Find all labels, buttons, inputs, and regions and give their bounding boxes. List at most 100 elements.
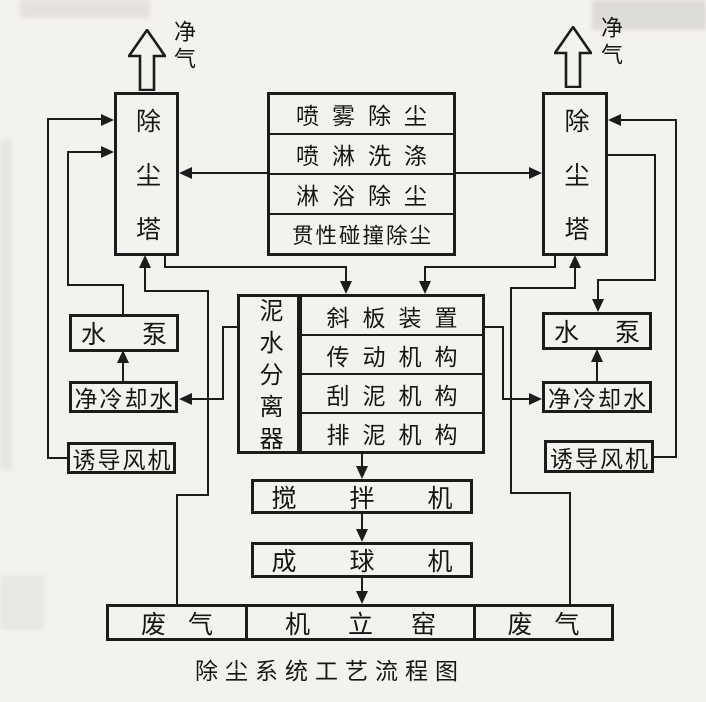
arrowhead bbox=[117, 350, 129, 363]
flow-line bbox=[207, 290, 209, 496]
arrowhead bbox=[356, 529, 368, 542]
node-label: 净冷却水 bbox=[74, 386, 175, 412]
node-label: 喷雾除尘 bbox=[296, 103, 440, 129]
node-label: 刮泥机构 bbox=[326, 382, 471, 409]
flow-line bbox=[176, 494, 178, 605]
arrowhead bbox=[179, 393, 192, 405]
node-mud-discharge-mechanism: 排泥机构 bbox=[302, 412, 482, 451]
flow-line bbox=[569, 492, 571, 605]
flow-line bbox=[574, 266, 576, 289]
scan-smudge bbox=[0, 140, 12, 470]
flow-line bbox=[482, 326, 504, 328]
node-shower-dedust: 淋浴除尘 bbox=[270, 173, 453, 213]
node-waste-gas-left: 废气 bbox=[106, 604, 248, 641]
flow-line bbox=[361, 453, 363, 468]
node-clean-cooling-water-left: 净冷却水 bbox=[69, 381, 178, 413]
node-water-pump-left: 水泵 bbox=[69, 314, 179, 352]
node-spray-methods: 喷雾除尘 喷淋洗涤 淋浴除尘 贯性碰撞除尘 bbox=[267, 92, 456, 256]
node-label: 斜板装置 bbox=[326, 304, 471, 331]
node-label: 贯性碰撞除尘 bbox=[291, 223, 433, 248]
arrowhead bbox=[608, 114, 621, 126]
flow-line bbox=[654, 154, 656, 281]
flow-line bbox=[144, 290, 209, 292]
flow-line bbox=[361, 577, 363, 593]
node-label: 成球机 bbox=[271, 548, 506, 576]
arrowhead bbox=[592, 299, 604, 312]
flow-line bbox=[67, 151, 103, 153]
arrowhead bbox=[419, 281, 431, 294]
node-mud-water-separator: 泥水分离器 bbox=[237, 294, 300, 458]
node-drive-mechanism: 传动机构 bbox=[302, 334, 482, 373]
node-clean-cooling-water-right: 净冷却水 bbox=[542, 381, 652, 413]
diagram-title: 除尘系统工艺流程图 bbox=[195, 658, 465, 684]
node-dust-tower-right: 除尘塔 bbox=[542, 92, 608, 270]
flow-line bbox=[164, 266, 347, 268]
clean-gas-arrow-icon bbox=[554, 26, 592, 88]
flow-line bbox=[47, 118, 49, 459]
scan-smudge bbox=[0, 575, 45, 630]
node-waste-gas-right: 废气 bbox=[473, 604, 614, 641]
flow-line bbox=[190, 172, 268, 174]
node-label: 传动机构 bbox=[326, 343, 471, 370]
flow-line bbox=[510, 492, 571, 494]
arrowhead bbox=[591, 349, 603, 362]
clean-gas-label-right: 净气 bbox=[598, 16, 623, 70]
flow-line bbox=[67, 151, 69, 286]
flow-line bbox=[455, 172, 531, 174]
flow-line bbox=[502, 398, 532, 400]
clean-gas-arrow-icon bbox=[128, 29, 166, 91]
node-label: 喷淋洗涤 bbox=[296, 143, 440, 169]
flow-line bbox=[510, 287, 512, 494]
flow-line bbox=[596, 355, 598, 382]
node-mechanisms: 斜板装置 传动机构 刮泥机构 排泥机构 bbox=[299, 294, 485, 454]
node-spray-mist: 喷雾除尘 bbox=[270, 95, 453, 133]
arrowhead bbox=[101, 146, 114, 158]
flow-line bbox=[222, 326, 224, 400]
node-label: 除尘塔 bbox=[561, 107, 589, 270]
node-label: 诱导风机 bbox=[550, 445, 650, 472]
flow-line bbox=[345, 266, 347, 283]
flow-line bbox=[510, 287, 576, 289]
flow-line bbox=[620, 119, 677, 121]
node-label: 诱导风机 bbox=[72, 447, 173, 473]
node-label: 水泵 bbox=[80, 321, 203, 349]
flow-line bbox=[47, 118, 103, 120]
flow-line bbox=[122, 356, 124, 382]
node-spray-wash: 喷淋洗涤 bbox=[270, 133, 453, 173]
node-induced-draft-fan-left: 诱导风机 bbox=[67, 442, 176, 474]
arrowhead bbox=[101, 114, 114, 126]
node-dust-tower-left: 除尘塔 bbox=[114, 92, 179, 270]
arrowhead bbox=[569, 255, 581, 268]
flow-line bbox=[67, 284, 124, 286]
node-label: 废气 bbox=[140, 610, 235, 639]
flow-line bbox=[675, 119, 677, 458]
node-water-pump-right: 水泵 bbox=[542, 312, 652, 350]
node-label: 除尘塔 bbox=[132, 107, 161, 270]
arrowhead bbox=[356, 591, 368, 604]
flow-line bbox=[554, 254, 556, 268]
arrowhead bbox=[139, 255, 151, 268]
node-inclined-plate: 斜板装置 bbox=[302, 297, 482, 334]
node-label: 排泥机构 bbox=[326, 421, 471, 448]
flow-line bbox=[652, 456, 677, 458]
arrowhead bbox=[340, 281, 352, 294]
flow-line bbox=[607, 154, 656, 156]
flow-line bbox=[176, 494, 209, 496]
node-mechanical-shaft-kiln: 机立窑 bbox=[245, 604, 476, 641]
flow-line bbox=[502, 326, 504, 400]
node-label: 淋浴除尘 bbox=[296, 183, 440, 209]
arrowhead bbox=[179, 167, 192, 179]
node-label: 废气 bbox=[507, 610, 602, 639]
flow-line bbox=[47, 457, 69, 459]
flow-line bbox=[222, 326, 239, 328]
flow-line bbox=[144, 266, 146, 292]
flow-line bbox=[597, 279, 599, 301]
node-label: 机立窑 bbox=[284, 610, 474, 639]
flow-line bbox=[424, 266, 426, 283]
node-label: 搅拌机 bbox=[271, 484, 506, 513]
node-inertial-impact-dedust: 贯性碰撞除尘 bbox=[270, 213, 453, 253]
flow-line bbox=[424, 266, 556, 268]
arrowhead bbox=[529, 393, 542, 405]
flow-line bbox=[164, 254, 166, 268]
